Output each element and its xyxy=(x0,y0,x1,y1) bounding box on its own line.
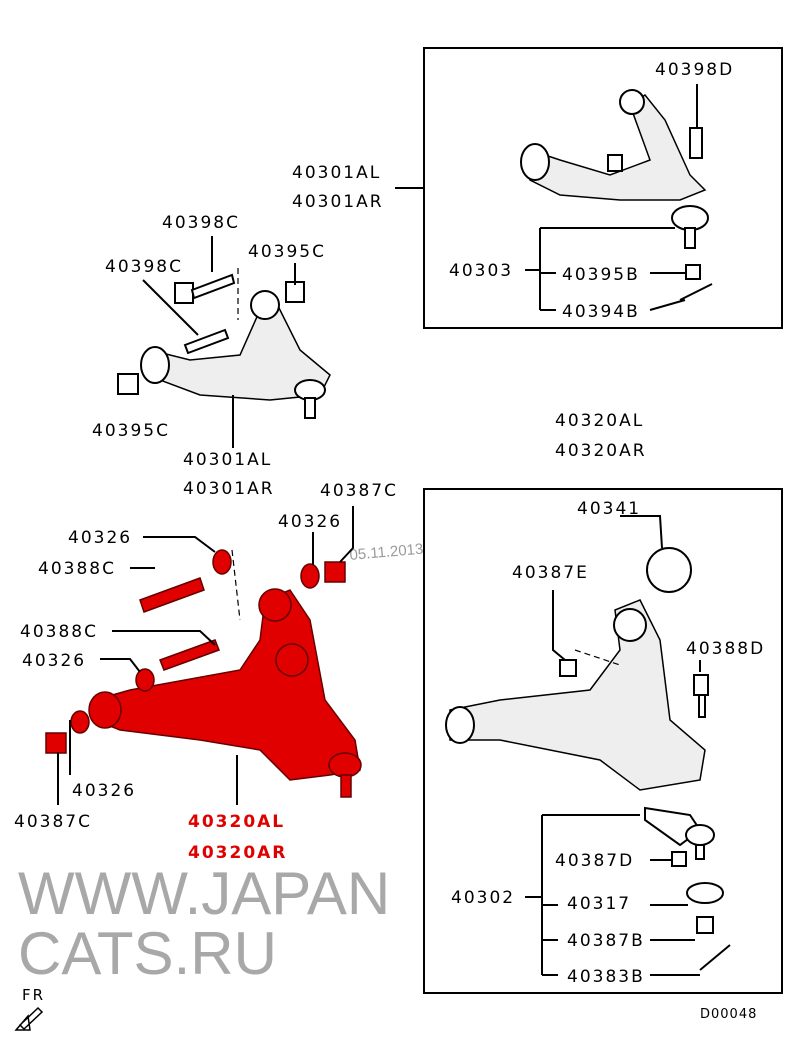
label-40394B: 40394B xyxy=(562,302,640,322)
lower-arm-detail-box xyxy=(423,488,783,994)
upper-arm-part-exploded xyxy=(117,273,331,419)
label-40388D: 40388D xyxy=(686,639,765,659)
label-40326-top-right: 40326 xyxy=(278,512,342,532)
diagram-code: D00048 xyxy=(700,1007,757,1022)
watermark-date: 05.11.2013 xyxy=(349,541,424,564)
label-40387C-bottom: 40387C xyxy=(14,812,92,832)
label-40320AL: 40320AL xyxy=(555,411,644,431)
label-40387D: 40387D xyxy=(555,851,634,871)
label-40301AL: 40301AL xyxy=(183,450,272,470)
label-40303: 40303 xyxy=(449,261,513,281)
label-40398C-top: 40398C xyxy=(162,213,240,233)
label-40302: 40302 xyxy=(451,888,515,908)
label-upper-arm-l: 40301AL xyxy=(292,163,381,183)
label-40395C-left: 40395C xyxy=(92,421,170,441)
label-40326-bottom: 40326 xyxy=(72,781,136,801)
watermark-text: WWW.JAPANCATS.RU xyxy=(18,860,391,987)
label-40395B: 40395B xyxy=(562,265,640,285)
label-40383B: 40383B xyxy=(567,967,645,987)
label-40301AR: 40301AR xyxy=(183,479,275,499)
label-40326-mid: 40326 xyxy=(22,651,86,671)
label-40317: 40317 xyxy=(567,894,631,914)
lower-arm-part-highlighted xyxy=(45,549,362,798)
label-40341: 40341 xyxy=(577,499,641,519)
label-40388C-mid: 40388C xyxy=(20,622,98,642)
label-40326-top-left: 40326 xyxy=(68,528,132,548)
label-40320AL-highlighted: 40320AL xyxy=(188,812,285,832)
label-40387B: 40387B xyxy=(567,931,645,951)
label-40388C-top: 40388C xyxy=(38,559,116,579)
front-label: FR xyxy=(22,986,45,1004)
label-40320AR-highlighted: 40320AR xyxy=(188,843,287,863)
label-40387C-top: 40387C xyxy=(320,481,398,501)
front-direction-arrow-icon xyxy=(14,1006,44,1031)
label-40398D: 40398D xyxy=(655,60,734,80)
label-upper-arm-r: 40301AR xyxy=(292,192,384,212)
upper-arm-part-box xyxy=(520,89,713,301)
label-40320AR: 40320AR xyxy=(555,441,647,461)
label-40395C-top: 40395C xyxy=(248,242,326,262)
label-40398C-left: 40398C xyxy=(105,257,183,277)
label-40387E: 40387E xyxy=(512,563,589,583)
lower-arm-part-box xyxy=(445,547,731,971)
